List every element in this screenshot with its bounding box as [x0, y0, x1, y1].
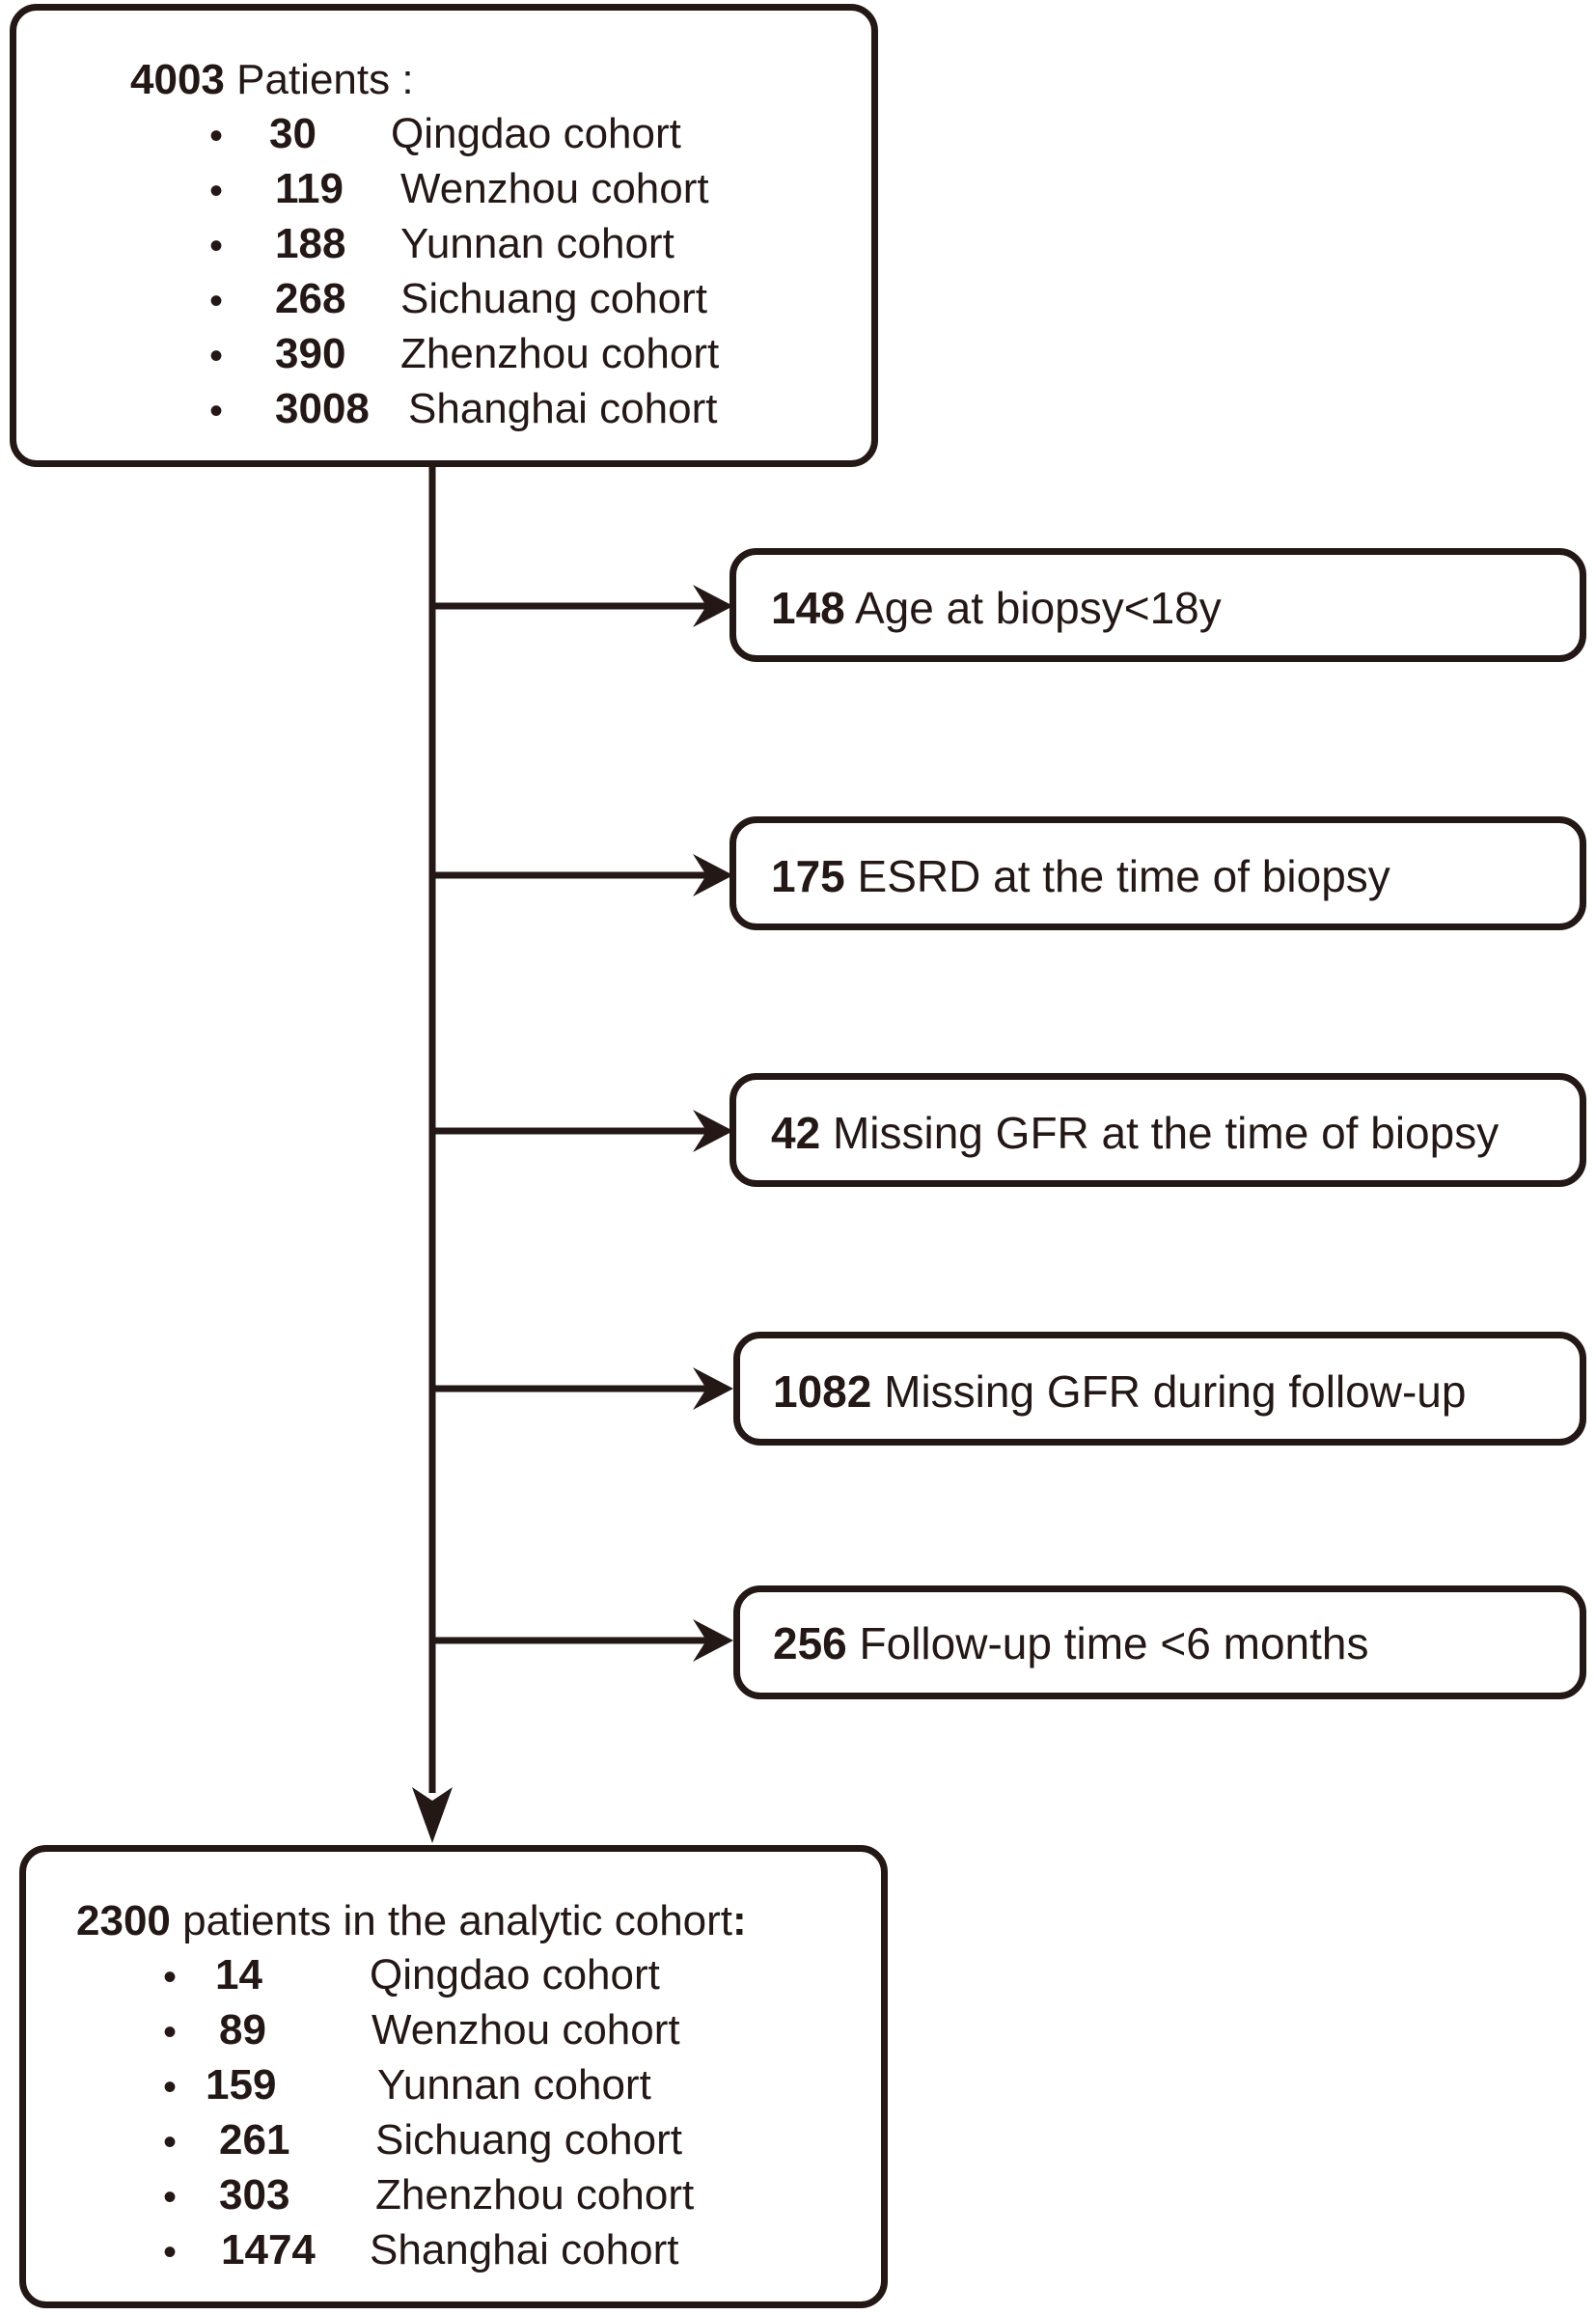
exclusion-text: 256 Follow-up time <6 months: [773, 1621, 1368, 1666]
final-cohort-count: 89: [219, 2006, 266, 2053]
exclusion-box-3: 42 Missing GFR at the time of biopsy: [729, 1073, 1586, 1187]
final-cohort-name: Yunnan cohort: [377, 2061, 651, 2108]
initial-cohort-box: 4003 Patients : • 30 Qingdao cohort • 11…: [10, 4, 878, 467]
bullet: •: [163, 1956, 178, 1998]
initial-cohort-count: 119: [275, 165, 344, 212]
bullet: •: [163, 2231, 178, 2274]
final-colon: :: [732, 1897, 747, 1944]
main-arrowhead: [412, 1787, 453, 1843]
bullet: •: [163, 2066, 178, 2108]
final-title: 2300 patients in the analytic cohort:: [76, 1900, 747, 1943]
exclusion-label: Missing GFR at the time of biopsy: [832, 1108, 1500, 1158]
initial-cohort-count: 268: [275, 275, 346, 322]
analytic-cohort-box: 2300 patients in the analytic cohort: • …: [19, 1845, 888, 2308]
initial-cohort-name: Yunnan cohort: [400, 220, 674, 267]
exclusion-label: Missing GFR during follow-up: [884, 1366, 1467, 1417]
bullet: •: [209, 225, 224, 267]
final-cohort-count: 159: [206, 2061, 277, 2108]
initial-count: 4003: [130, 56, 225, 103]
exclusion-count: 175: [771, 851, 845, 901]
final-cohort-name: Shanghai cohort: [370, 2226, 679, 2274]
exclusion-label: Follow-up time <6 months: [859, 1618, 1369, 1668]
initial-cohort-count: 390: [275, 330, 346, 377]
exclusion-count: 148: [771, 583, 845, 633]
arrowhead-2: [693, 854, 733, 896]
initial-label: Patients :: [236, 56, 414, 103]
exclusion-text: 1082 Missing GFR during follow-up: [773, 1369, 1466, 1414]
exclusion-text: 175 ESRD at the time of biopsy: [771, 854, 1390, 898]
final-cohort-name: Zhenzhou cohort: [375, 2171, 695, 2219]
initial-cohort-count: 188: [275, 220, 346, 267]
final-cohort-name: Wenzhou cohort: [371, 2006, 680, 2053]
bullet: •: [209, 170, 224, 212]
final-cohort-name: Sichuang cohort: [375, 2116, 682, 2163]
exclusion-count: 1082: [773, 1366, 872, 1417]
initial-cohort-count: 3008: [275, 385, 370, 432]
arrowhead-1: [693, 585, 733, 627]
final-cohort-count: 1474: [221, 2226, 316, 2274]
bullet: •: [209, 390, 224, 432]
initial-cohort-name: Wenzhou cohort: [400, 165, 709, 212]
exclusion-label: ESRD at the time of biopsy: [857, 851, 1390, 901]
bullet: •: [209, 280, 224, 322]
final-label: patients in the analytic cohort: [182, 1897, 733, 1944]
bullet: •: [163, 2011, 178, 2053]
bullet: •: [163, 2121, 178, 2163]
arrowhead-3: [693, 1110, 733, 1152]
arrowhead-5: [693, 1619, 733, 1662]
exclusion-text: 148 Age at biopsy<18y: [771, 586, 1222, 630]
arrowhead-4: [693, 1367, 733, 1410]
bullet: •: [209, 335, 224, 377]
exclusion-box-2: 175 ESRD at the time of biopsy: [729, 816, 1586, 930]
final-count: 2300: [76, 1897, 171, 1944]
final-cohort-count: 303: [219, 2171, 290, 2219]
exclusion-box-1: 148 Age at biopsy<18y: [729, 548, 1586, 662]
bullet: •: [209, 115, 224, 157]
bullet: •: [163, 2176, 178, 2219]
final-cohort-count: 14: [215, 1951, 262, 1998]
exclusion-text: 42 Missing GFR at the time of biopsy: [771, 1111, 1499, 1155]
initial-cohort-name: Sichuang cohort: [400, 275, 707, 322]
initial-cohort-name: Shanghai cohort: [408, 385, 718, 432]
initial-cohort-name: Qingdao cohort: [391, 110, 681, 157]
exclusion-label: Age at biopsy<18y: [855, 583, 1222, 633]
exclusion-box-5: 256 Follow-up time <6 months: [733, 1585, 1586, 1699]
final-cohort-count: 261: [219, 2116, 290, 2163]
initial-cohort-count: 30: [269, 110, 316, 157]
exclusion-count: 256: [773, 1618, 847, 1668]
exclusion-box-4: 1082 Missing GFR during follow-up: [733, 1332, 1586, 1446]
exclusion-count: 42: [771, 1108, 821, 1158]
initial-cohort-name: Zhenzhou cohort: [400, 330, 720, 377]
final-cohort-name: Qingdao cohort: [370, 1951, 660, 1998]
initial-title: 4003 Patients :: [130, 59, 414, 101]
